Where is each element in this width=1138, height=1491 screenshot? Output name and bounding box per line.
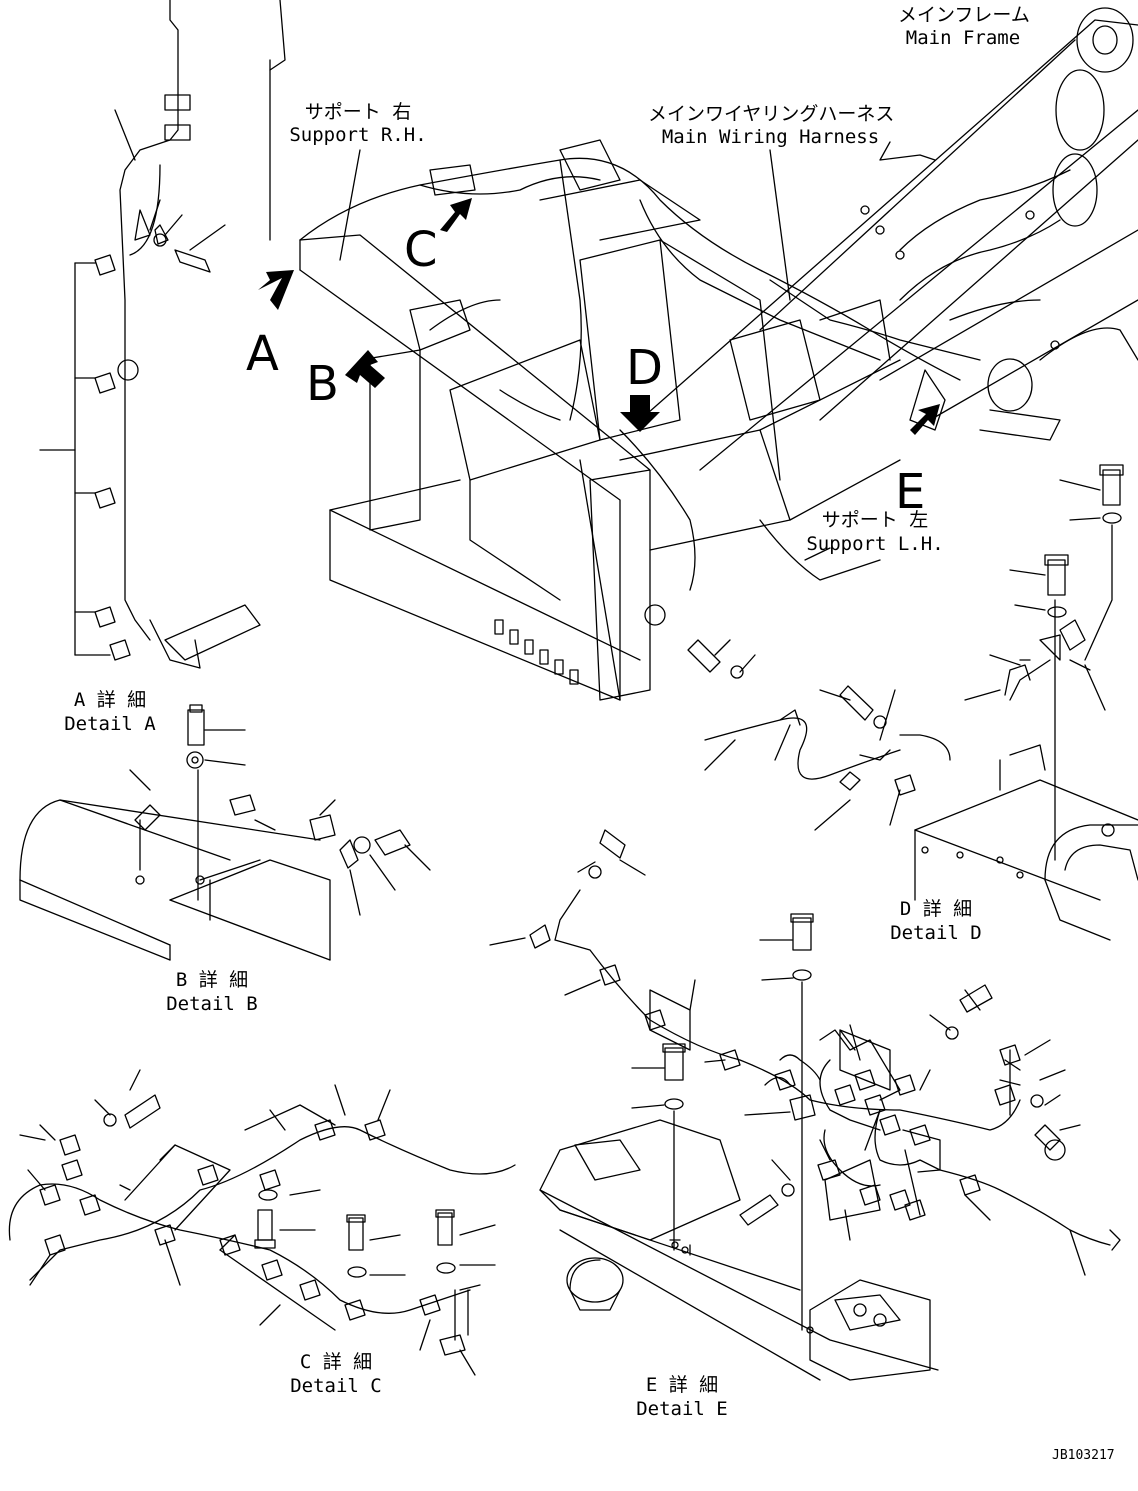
detail-a-illustration	[39, 0, 261, 669]
detail-c-label-en: Detail C	[290, 1375, 382, 1397]
detail-d-label-jp: D 詳 細	[899, 898, 973, 920]
detail-d-illustration	[687, 464, 1138, 941]
main-frame-label-jp: メインフレーム	[898, 4, 1030, 26]
view-letter-d: D	[626, 340, 663, 396]
view-letter-c: C	[404, 222, 438, 278]
support-lh-label-en: Support L.H.	[806, 533, 944, 555]
detail-d-label-en: Detail D	[890, 922, 982, 944]
view-arrow-c	[440, 198, 472, 232]
view-letter-b: B	[306, 356, 339, 412]
detail-b-label-jp: B 詳 細	[175, 969, 249, 991]
detail-b-illustration	[19, 704, 431, 961]
view-letter-a: A	[246, 326, 279, 382]
support-lh-label-jp: サポート 左	[821, 509, 929, 531]
detail-e-label-en: Detail E	[636, 1398, 728, 1420]
harness-label-jp: メインワイヤリングハーネス	[648, 103, 895, 125]
view-arrow-e	[910, 404, 940, 435]
view-letter-e: E	[895, 464, 926, 520]
detail-a-label-en: Detail A	[64, 713, 156, 735]
frame-holes	[494, 205, 1060, 685]
harness-label-en: Main Wiring Harness	[661, 126, 880, 148]
view-arrows	[258, 198, 940, 435]
view-arrow-b	[345, 350, 385, 388]
view-arrow-d	[620, 395, 660, 432]
view-arrow-a	[258, 270, 294, 310]
detail-b-label-en: Detail B	[166, 993, 258, 1015]
detail-e-illustration	[489, 829, 1121, 1381]
leader-lines	[339, 141, 936, 561]
main-frame-assembly	[269, 0, 1138, 701]
drawing-code: JB103217	[1052, 1448, 1115, 1463]
support-rh-label-en: Support R.H.	[289, 124, 427, 146]
main-frame-label-en: Main Frame	[905, 27, 1021, 49]
detail-c-illustration	[8, 1069, 516, 1376]
detail-a-label-jp: A 詳 細	[73, 689, 147, 711]
support-rh-label-jp: サポート 右	[304, 101, 412, 123]
detail-e-label-jp: E 詳 細	[645, 1374, 719, 1396]
detail-c-label-jp: C 詳 細	[299, 1351, 373, 1373]
